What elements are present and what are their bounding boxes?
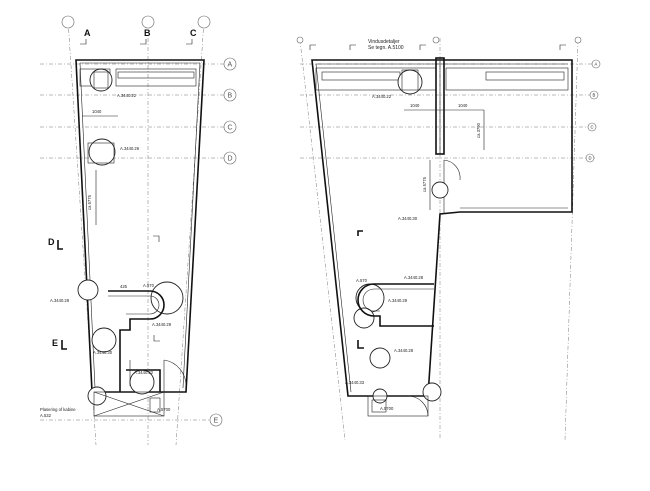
dimension-label: 1040 (458, 103, 468, 108)
grid-bubble (591, 59, 601, 69)
detail-reference: A.3440.30 (398, 216, 418, 221)
detail-reference: A.3440.28 (50, 298, 70, 303)
cabin-note: Plasering of kabine (40, 407, 76, 412)
dimension-label: ca 5775 (87, 194, 92, 210)
window-details-title: Vindusdetaljer (368, 39, 400, 45)
detail-reference: A.570 (356, 278, 368, 283)
section-label-e: E (52, 338, 58, 348)
grid-bubble (197, 15, 211, 29)
detail-callout-circle (87, 386, 107, 406)
row-label: C (591, 125, 594, 130)
row-label: A (228, 62, 233, 69)
cabin-note-ref: A.532 (40, 413, 52, 418)
grid-bubble (61, 15, 75, 29)
detail-callout-circle (353, 307, 375, 329)
grid-bubble (223, 151, 237, 165)
grid-bubble (585, 153, 595, 163)
detail-reference: A.3440.28 (404, 275, 424, 280)
grid-bubble (589, 90, 599, 100)
grid-bubble (223, 120, 237, 134)
row-label: B (228, 93, 233, 100)
detail-reference: A.3440.29 (152, 322, 172, 327)
row-label: D (589, 156, 592, 161)
detail-callout-circle (89, 68, 113, 92)
grid-bubble (432, 36, 440, 44)
detail-reference: A.3440.28 (394, 348, 414, 353)
detail-callout-circle (431, 181, 449, 199)
column-label-c: C (190, 28, 197, 38)
detail-callout-circle (77, 279, 99, 301)
detail-reference: A.3440.32 (134, 370, 154, 375)
detail-reference: A.3440.29 (388, 298, 408, 303)
row-label: D (228, 156, 233, 163)
detail-callout-circle (397, 69, 423, 95)
detail-reference: A.5700 (380, 406, 394, 411)
detail-reference: A.570 (143, 283, 155, 288)
grid-bubble (209, 413, 223, 427)
grid-bubble (223, 57, 237, 71)
dimension-label: 1040 (92, 109, 102, 114)
grid-bubble (587, 122, 597, 132)
dimension-label: ca 5775 (422, 176, 427, 192)
grid-bubble (574, 36, 582, 44)
detail-reference: A.3440.30 (93, 350, 113, 355)
detail-reference: A.3440.22 (117, 93, 137, 98)
row-label: B (593, 93, 596, 98)
right-floor-plan: Vindusdetaljer Se tegn. A.5100 A B C D (296, 36, 601, 441)
row-label: E (214, 418, 219, 425)
detail-reference: A.5700 (157, 407, 171, 412)
detail-callout-circle (88, 138, 116, 166)
detail-reference: A.3440.33 (345, 380, 365, 385)
grid-bubble (141, 15, 155, 29)
grid-bubble (296, 36, 304, 44)
detail-reference: A.3440.26 (120, 146, 140, 151)
column-label-b: B (144, 28, 151, 38)
section-label-d: D (48, 237, 55, 247)
grid-bubble (223, 88, 237, 102)
row-label: A (595, 62, 598, 67)
left-floor-plan: A B C A B C D E (40, 15, 237, 446)
dimension-label: 1040 (410, 103, 420, 108)
detail-reference: A.3440.22 (372, 94, 392, 99)
dimension-label: ca 3790 (476, 122, 481, 138)
dimension-label: 425 (120, 284, 128, 289)
row-label: C (228, 125, 233, 132)
column-label-a: A (84, 28, 91, 38)
window-details-ref: Se tegn. A.5100 (368, 45, 404, 51)
detail-callout-circle (91, 327, 117, 353)
detail-callout-circle (422, 382, 442, 402)
detail-callout-circle (369, 347, 391, 369)
